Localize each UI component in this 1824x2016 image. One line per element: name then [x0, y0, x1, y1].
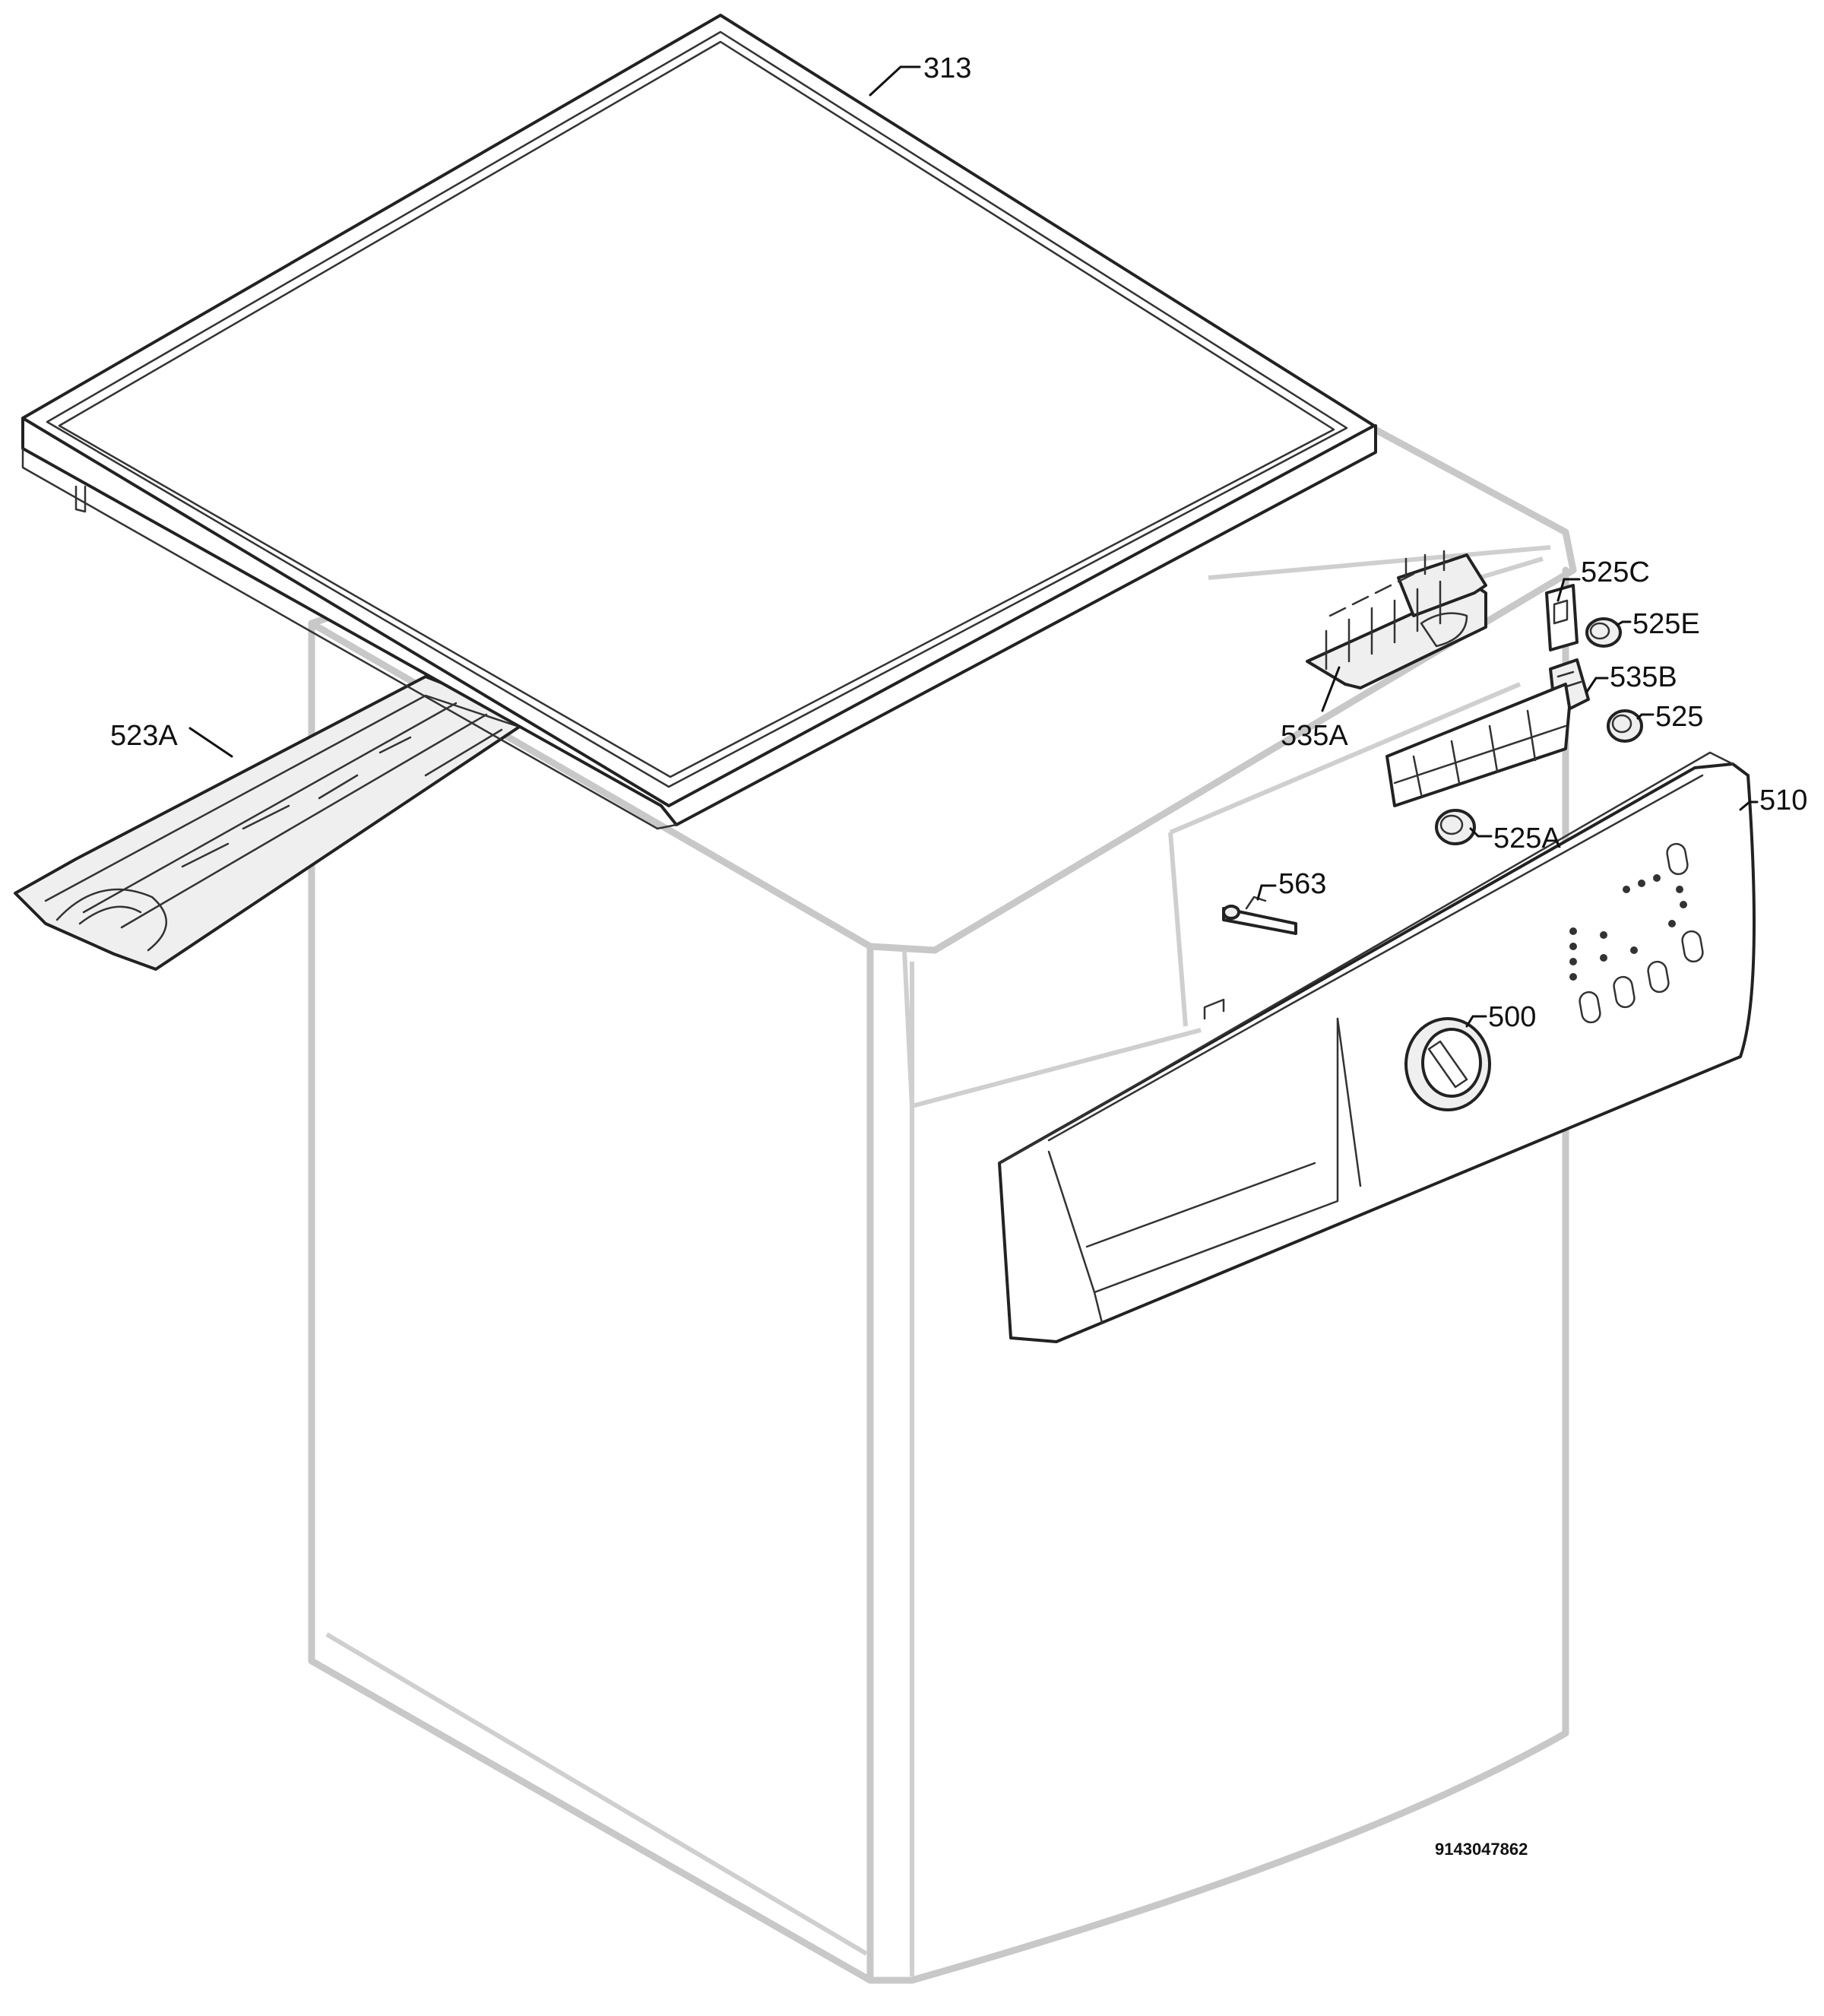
knob-525a — [1435, 809, 1476, 845]
callout-563: 563 — [1278, 868, 1326, 900]
callout-535b: 535B — [1610, 661, 1677, 693]
cabinet-outline — [308, 422, 1577, 1984]
control-panel-510 — [998, 751, 1756, 1343]
knob-525 — [1607, 709, 1643, 743]
callout-535a: 535A — [1281, 720, 1348, 752]
top-lid-313 — [21, 14, 1377, 830]
pin-563 — [1222, 895, 1297, 935]
switch-assembly-535a — [1306, 550, 1487, 689]
callout-500: 500 — [1488, 1001, 1536, 1033]
bracket-525c — [1545, 584, 1579, 651]
callout-313: 313 — [923, 52, 971, 84]
detergent-rail-523a — [14, 675, 534, 971]
callout-525c: 525C — [1581, 556, 1650, 588]
callout-labels: 313 523A 525C 525E 535A 535B 525 510 525… — [110, 52, 1807, 1859]
leader-lines — [188, 65, 1759, 1028]
callout-525: 525 — [1655, 701, 1703, 733]
panel-buttons — [1579, 842, 1704, 1024]
knob-525e — [1585, 617, 1622, 648]
callout-523a: 523A — [110, 720, 178, 752]
button-strip — [1385, 683, 1571, 807]
document-number: 9143047862 — [1435, 1840, 1528, 1859]
callout-525e: 525E — [1632, 608, 1700, 640]
callout-510: 510 — [1759, 785, 1807, 816]
indicator-dots — [1569, 874, 1687, 981]
callout-525a: 525A — [1493, 823, 1561, 854]
